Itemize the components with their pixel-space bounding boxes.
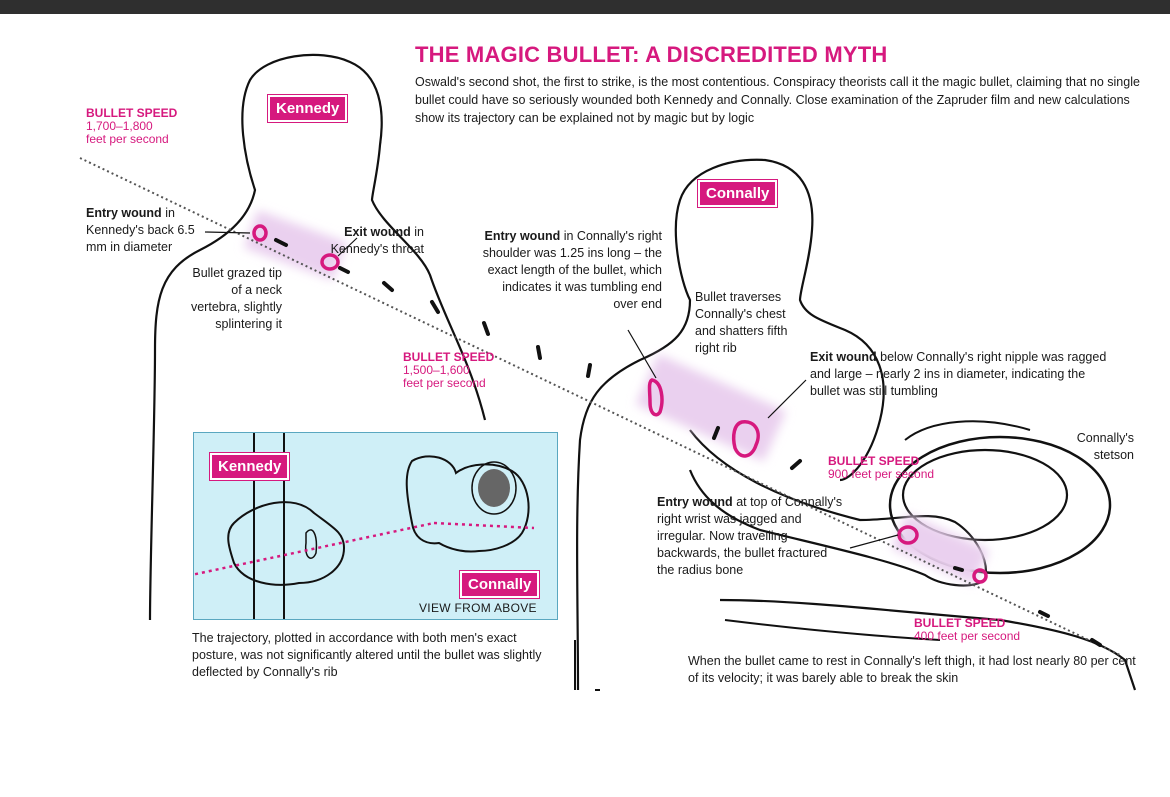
- wound-marks: [252, 224, 988, 584]
- annotation-entry-kennedy-bold: Entry wound: [86, 206, 162, 220]
- annotation-entry-wrist-bold: Entry wound: [657, 495, 733, 509]
- bullet-speed-4-value: 400 feet per second: [914, 629, 1021, 643]
- bullet-speed-1-unit: feet per second: [86, 132, 169, 146]
- bullet-speed-2-value: 1,500–1,600: [403, 363, 470, 377]
- bullet-speed-2-unit: feet per second: [403, 376, 486, 390]
- annotation-entry-kennedy-text: in Kennedy's back 6.5 mm in diameter: [86, 206, 195, 254]
- annotation-exit-kennedy-text: in Kennedy's throat: [330, 225, 424, 256]
- bullet-speed-2-heading: BULLET SPEED: [403, 350, 495, 364]
- annotation-exit-connally-bold: Exit wound: [810, 350, 877, 364]
- bullet-speed-3-value: 900 feet per second: [828, 467, 935, 481]
- kennedy-tag: Kennedy: [266, 94, 349, 123]
- inset-connally-tag: Connally: [458, 570, 541, 599]
- bullet-speed-3: BULLET SPEED 900 feet per second: [828, 455, 934, 481]
- bullet-speed-1: BULLET SPEED 1,700–1,800 feet per second: [86, 107, 177, 146]
- bullet-speed-4: BULLET SPEED 400 feet per second: [914, 617, 1020, 643]
- pointer-lines: [204, 231, 899, 549]
- annotation-entry-connally-bold: Entry wound: [484, 229, 561, 243]
- annotation-entry-kennedy: Entry wound in Kennedy's back 6.5 mm in …: [86, 205, 206, 256]
- annotation-entry-connally: Entry wound in Connally's right shoulder…: [476, 228, 662, 313]
- annotation-trajectory: The trajectory, plotted in accordance wi…: [192, 631, 542, 679]
- connally-tag: Connally: [696, 179, 779, 208]
- annotation-stetson: Connally's stetson: [1076, 431, 1134, 462]
- bullet-speed-1-value: 1,700–1,800: [86, 119, 153, 133]
- bullet-speed-2: BULLET SPEED 1,500–1,600 feet per second: [403, 351, 494, 390]
- bullet-speed-4-heading: BULLET SPEED: [914, 616, 1006, 630]
- annotation-chest: Bullet traverses Connally's chest and sh…: [695, 290, 788, 355]
- bullet-speed-1-heading: BULLET SPEED: [86, 106, 178, 120]
- bullet-speed-3-heading: BULLET SPEED: [828, 454, 920, 468]
- top-bar: [0, 0, 1170, 14]
- page-title: THE MAGIC BULLET: A DISCREDITED MYTH: [415, 42, 888, 67]
- annotation-vertebra: Bullet grazed tip of a neck vertebra, sl…: [190, 266, 282, 331]
- annotation-exit-kennedy: Exit wound in Kennedy's throat: [328, 224, 424, 258]
- annotation-exit-connally-text: below Connally's right nipple was ragged…: [810, 350, 1107, 398]
- annotation-rest: When the bullet came to rest in Connally…: [688, 654, 1136, 685]
- intro-text: Oswald's second shot, the first to strik…: [415, 75, 1140, 125]
- kennedy-silhouette: [148, 53, 487, 621]
- connally-silhouette: [576, 158, 885, 691]
- annotation-entry-wrist: Entry wound at top of Connally's right w…: [657, 494, 847, 579]
- annotation-entry-connally-text: in Connally's right shoulder was 1.25 in…: [482, 229, 662, 311]
- bullet-motion-marks: [274, 238, 1102, 647]
- annotation-exit-connally: Exit wound below Connally's right nipple…: [810, 349, 1110, 400]
- stetson-hat: [888, 435, 1112, 575]
- inset-kennedy-tag: Kennedy: [208, 452, 291, 481]
- annotation-entry-wrist-text: at top of Connally's right wrist was jag…: [657, 495, 843, 577]
- bullet-trajectory: [79, 157, 1121, 656]
- view-from-above-label: VIEW FROM ABOVE: [419, 601, 537, 615]
- annotation-exit-kennedy-bold: Exit wound: [344, 225, 411, 239]
